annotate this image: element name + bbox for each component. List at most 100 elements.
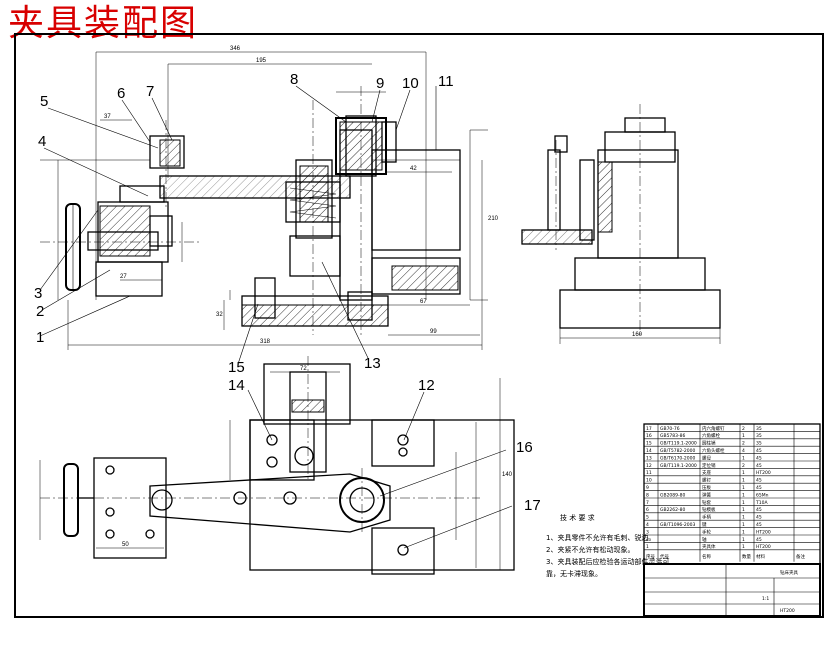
bom-cell: 13 [646, 455, 652, 461]
bom-cell: 45 [756, 478, 762, 484]
note-2: 2、夹紧不允许有松动现象。 [546, 545, 634, 554]
dim-318: 318 [260, 339, 271, 345]
bom-cell: 1 [742, 492, 745, 498]
part-number-15: 15 [228, 359, 245, 376]
bom-cell: 1 [742, 507, 745, 513]
part-number-17: 17 [524, 497, 541, 514]
bom-cell: 65Mn [756, 492, 769, 498]
part-number-3: 3 [34, 285, 42, 302]
bom-cell: 1 [646, 544, 649, 550]
bom-cell: 轴 [702, 536, 707, 543]
bom-cell: 45 [756, 463, 762, 469]
drawing-name: 钻床夹具 [780, 569, 798, 576]
bom-cell: HT200 [756, 470, 771, 476]
dim-50: 50 [122, 542, 129, 548]
bom-cell: 1 [742, 455, 745, 461]
dim-72: 72 [300, 366, 307, 372]
bom-cell: 1 [742, 433, 745, 439]
bom-cell: GB2089-80 [660, 492, 686, 498]
bom-cell: 1 [742, 500, 745, 506]
part-number-10: 10 [402, 75, 419, 92]
bom-cell: 35 [756, 433, 762, 439]
bom-cell: 六角头螺栓 [702, 447, 725, 454]
dim-140: 140 [502, 472, 513, 478]
leader-lines [39, 85, 513, 549]
bom-cell: 1 [742, 544, 745, 550]
part-number-1: 1 [36, 329, 44, 346]
bom-cell: 圆柱销 [702, 440, 716, 447]
bom-cell: 2 [742, 441, 745, 447]
dim-99: 99 [430, 329, 437, 335]
note-4: 靠，无卡滞现象。 [546, 569, 602, 578]
dim-37: 37 [104, 114, 111, 120]
dim-67: 67 [420, 299, 427, 305]
bom-cell: 45 [756, 507, 762, 513]
bom-cell: 夹具体 [702, 543, 716, 550]
bom-cell: GB/T119.1-2000 [660, 441, 697, 447]
bom-cell: 14 [646, 448, 652, 454]
drawing-title: 夹具装配图 [8, 3, 199, 44]
bom-cell: 1 [742, 470, 745, 476]
bom-cell: GB/T1096-2003 [660, 522, 696, 528]
side-view [521, 104, 721, 344]
bom-header-cell: 名称 [702, 553, 711, 560]
bom-cell: 3 [646, 529, 649, 535]
bom-cell: 1 [742, 522, 745, 528]
part-number-6: 6 [117, 85, 125, 102]
bom-cell: 支座 [702, 469, 711, 476]
part-number-12: 12 [418, 377, 435, 394]
bom-cell: 4 [646, 522, 649, 528]
bom-cell: 9 [646, 485, 649, 491]
bom-header-cell: 备注 [796, 553, 805, 560]
part-number-16: 16 [516, 439, 533, 456]
bom-cell: 内六角螺钉 [702, 425, 725, 432]
bom-cell: 螺母 [702, 454, 711, 461]
technical-notes: 技 术 要 求 1、夹具零件不允许有毛刺、锐边。 2、夹紧不允许有松动现象。 3… [546, 513, 669, 578]
dim-210: 210 [488, 216, 499, 222]
bom-cell: 手轮 [702, 528, 711, 535]
part-number-9: 9 [376, 75, 384, 92]
dim-160: 160 [632, 332, 643, 338]
bom-cell: 弹簧 [702, 491, 711, 498]
bom-cell: GB/T119.1-2000 [660, 463, 697, 469]
bom-header-cell: 数量 [742, 553, 751, 560]
bom-cell: 11 [646, 470, 652, 476]
part-number-13: 13 [364, 355, 381, 372]
bom-cell: 35 [756, 441, 762, 447]
top-view [39, 356, 515, 575]
part-number-labels: 1 2 3 4 5 6 7 8 9 10 11 12 13 14 15 16 1… [34, 71, 541, 514]
note-3: 3、夹具装配后应检验各运动部件灵活可 [546, 557, 669, 566]
part-number-8: 8 [290, 71, 298, 88]
bom-cell: 5 [646, 515, 649, 521]
bom-cell: 1 [742, 478, 745, 484]
bom-cell: 45 [756, 522, 762, 528]
bom-cell: 六角螺栓 [702, 432, 720, 439]
bom-cell: 键 [702, 521, 707, 528]
bom-cell: 2 [742, 426, 745, 432]
bom-cell: 45 [756, 515, 762, 521]
bom-cell: 钻模板 [702, 506, 716, 513]
bom-cell: 1 [742, 515, 745, 521]
bom-cell: GB5783-86 [660, 433, 686, 439]
part-number-4: 4 [38, 133, 46, 150]
bom-cell: 45 [756, 455, 762, 461]
bom-header-cell: 序号 [646, 553, 655, 560]
part-number-7: 7 [146, 83, 154, 100]
material-value: HT200 [780, 608, 795, 614]
bom-header-cell: 代号 [660, 553, 669, 560]
dimension-labels: 346 195 37 42 27 67 99 318 72 50 32 210 … [104, 46, 643, 548]
bom-cell: 手柄 [702, 514, 711, 521]
scale-value: 1:1 [762, 596, 769, 602]
bom-cell: 8 [646, 492, 649, 498]
bom-cell: 12 [646, 463, 652, 469]
bom-cell: 10 [646, 478, 652, 484]
bom-cell: 16 [646, 433, 652, 439]
part-number-14: 14 [228, 377, 245, 394]
bom-cell: 17 [646, 426, 652, 432]
bom-cell: GB/T5782-2000 [660, 448, 696, 454]
bom-cell: 定位销 [702, 462, 716, 469]
bom-cell: 4 [742, 448, 745, 454]
bom-cell: GB2262-80 [660, 507, 686, 513]
bom-cell: 45 [756, 448, 762, 454]
bom-cell: 45 [756, 485, 762, 491]
